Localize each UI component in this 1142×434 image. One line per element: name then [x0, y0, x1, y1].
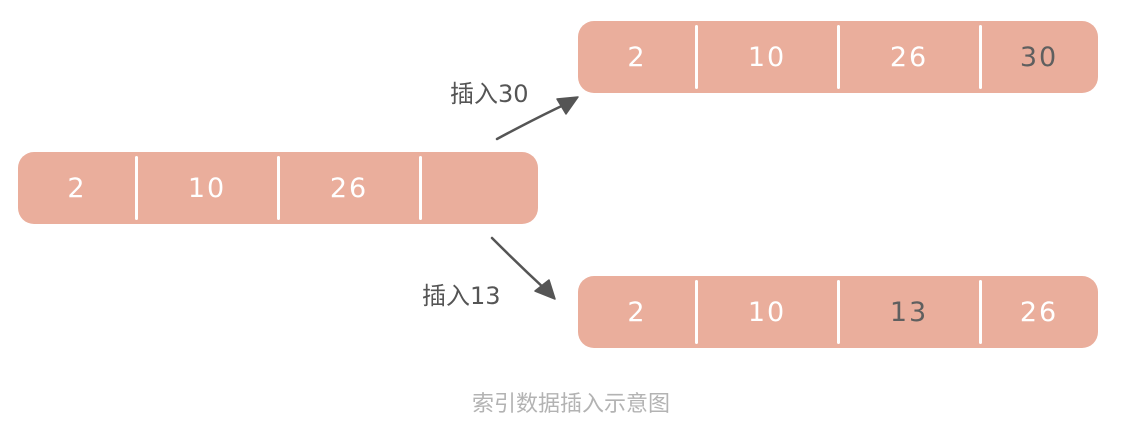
array-after-insert-30: 2 10 26 30	[578, 21, 1098, 93]
array-cell: 10	[695, 276, 838, 348]
array-cell: 26	[979, 276, 1098, 348]
array-cell: 2	[627, 296, 647, 328]
array-cell: 2	[627, 41, 647, 73]
array-cell-inserted: 13	[837, 276, 980, 348]
insert-13-label: 插入13	[422, 282, 501, 310]
arrow-down-icon	[490, 236, 556, 300]
array-cell: 26	[277, 152, 420, 224]
array-after-insert-13: 2 10 13 26	[578, 276, 1098, 348]
figure-caption: 索引数据插入示意图	[471, 392, 670, 417]
array-cell-empty	[419, 152, 538, 224]
original-array: 2 10 26	[18, 152, 538, 224]
array-cell: 10	[135, 152, 278, 224]
arrow-up-icon	[495, 96, 579, 141]
insert-30-label: 插入30	[450, 80, 529, 108]
array-cell: 2	[67, 172, 87, 204]
array-cell: 10	[695, 21, 838, 93]
array-cell-inserted: 30	[979, 21, 1098, 93]
array-cell: 26	[837, 21, 980, 93]
